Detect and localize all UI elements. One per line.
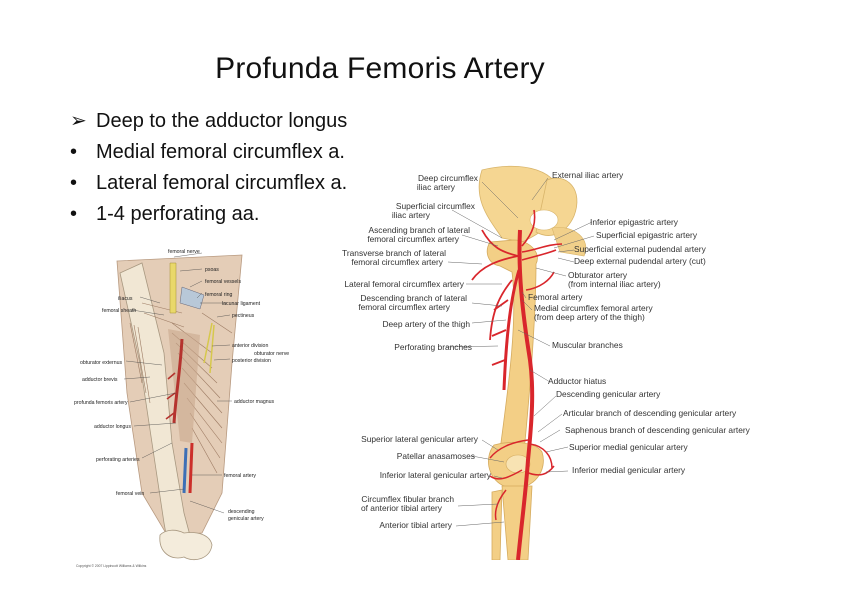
bullet-text: Deep to the adductor longus <box>96 110 348 132</box>
label-pectineus: pectineus <box>232 313 255 319</box>
label-saphenous-branch: Saphenous branch of descending genicular… <box>565 425 751 435</box>
bullet-item: • 1-4 perforating aa. <box>70 201 347 232</box>
label-femoral-nerve: femoral nerve <box>168 249 200 255</box>
bullet-item: • Lateral femoral circumflex a. <box>70 170 347 201</box>
label-ascending-branch-1: Ascending branch of lateral <box>369 225 471 235</box>
thigh-dissection-figure: femoral nerve psoas femoral vessels ilia… <box>72 243 302 573</box>
label-medial-circumflex-femoral-2: (from deep artery of the thigh) <box>534 312 645 322</box>
label-superficial-circumflex-iliac-1: Superficial circumflex <box>396 201 476 211</box>
label-deep-artery-thigh: Deep artery of the thigh <box>382 319 470 329</box>
label-femoral-artery: femoral artery <box>224 473 256 479</box>
label-medial-circumflex-femoral-1: Medial circumflex femoral artery <box>534 303 653 313</box>
label-muscular-branches: Muscular branches <box>552 340 623 350</box>
label-transverse-branch-2: femoral circumflex artery <box>351 257 443 267</box>
label-circumflex-fibular-1: Circumflex fibular branch <box>361 494 454 504</box>
label-anterior-division: anterior division <box>232 343 268 349</box>
bullet-text: Medial femoral circumflex a. <box>96 141 345 163</box>
label-obturator-artery-2: (from internal iliac artery) <box>568 279 661 289</box>
label-ascending-branch-2: femoral circumflex artery <box>367 234 459 244</box>
bullet-item: ➢ Deep to the adductor longus <box>70 108 347 139</box>
label-superior-medial-genicular: Superior medial genicular artery <box>569 442 689 452</box>
label-psoas: psoas <box>205 267 219 273</box>
bullet-text: 1-4 perforating aa. <box>96 203 260 225</box>
dot-bullet-icon: • <box>70 172 78 194</box>
label-transverse-branch-1: Transverse branch of lateral <box>342 248 446 258</box>
label-descending-branch-1: Descending branch of lateral <box>360 293 467 303</box>
femoral-artery-branches-figure: Deep circumflex iliac artery Superficial… <box>322 160 792 561</box>
label-superficial-external-pudendal: Superficial external pudendal artery <box>574 244 707 254</box>
dot-bullet-icon: • <box>70 141 78 163</box>
label-inferior-epigastric: Inferior epigastric artery <box>590 217 679 227</box>
label-patellar-anasamoses: Patellar anasamoses <box>397 451 475 461</box>
label-superficial-circumflex-iliac-2: iliac artery <box>392 210 431 220</box>
label-obturator-nerve: obturator nerve <box>254 351 289 357</box>
label-perforating-branches: Perforating branches <box>394 342 472 352</box>
label-adductor-hiatus: Adductor hiatus <box>548 376 606 386</box>
label-inferior-lateral-genicular: Inferior lateral genicular artery <box>380 470 492 480</box>
label-anterior-tibial: Anterior tibial artery <box>379 520 452 530</box>
label-iliacus: iliacus <box>118 296 133 302</box>
label-descending-genicular-2: genicular artery <box>228 516 264 522</box>
copyright-note: Copyright © 2007 Lippincott Williams & W… <box>76 564 147 568</box>
label-descending-genicular: Descending genicular artery <box>556 389 661 399</box>
label-lacunar-ligament: lacunar ligament <box>222 301 261 307</box>
bullet-item: • Medial femoral circumflex a. <box>70 139 347 170</box>
label-femoral-artery: Femoral artery <box>528 292 583 302</box>
bullet-text: Lateral femoral circumflex a. <box>96 172 348 194</box>
arrow-bullet-icon: ➢ <box>70 110 87 132</box>
label-lateral-femoral-circumflex: Lateral femoral circumflex artery <box>344 279 464 289</box>
label-circumflex-fibular-2: of anterior tibial artery <box>361 503 443 513</box>
label-descending-branch-2: femoral circumflex artery <box>358 302 450 312</box>
label-deep-circumflex-iliac-1: Deep circumflex <box>418 173 479 183</box>
label-femoral-ring: femoral ring <box>205 292 233 298</box>
label-deep-external-pudendal: Deep external pudendal artery (cut) <box>574 256 706 266</box>
label-articular-branch: Articular branch of descending genicular… <box>563 408 737 418</box>
label-obturator-artery-1: Obturator artery <box>568 270 628 280</box>
label-deep-circumflex-iliac-2: iliac artery <box>417 182 456 192</box>
label-inferior-medial-genicular: Inferior medial genicular artery <box>572 465 686 475</box>
label-superficial-epigastric: Superficial epigastric artery <box>596 230 698 240</box>
label-adductor-brevis: adductor brevis <box>82 377 118 383</box>
label-external-iliac: External iliac artery <box>552 170 624 180</box>
bullet-list: ➢ Deep to the adductor longus • Medial fem… <box>70 108 347 232</box>
label-femoral-vein: femoral vein <box>116 491 144 497</box>
label-adductor-magnus: adductor magnus <box>234 399 274 405</box>
label-femoral-vessels: femoral vessels <box>205 279 241 285</box>
dot-bullet-icon: • <box>70 203 78 225</box>
label-adductor-longus: adductor longus <box>94 424 131 430</box>
label-superior-lateral-genicular: Superior lateral genicular artery <box>361 434 479 444</box>
label-perforating-arteries: perforating arteries <box>96 457 140 463</box>
label-profunda-femoris-artery: profunda femoris artery <box>74 400 128 406</box>
label-obturator-externus: obturator externus <box>80 360 123 366</box>
label-posterior-division: posterior division <box>232 358 271 364</box>
slide-title: Profunda Femoris Artery <box>215 52 545 85</box>
label-femoral-sheath: femoral sheath <box>102 308 136 314</box>
label-descending-genicular-1: descending <box>228 509 255 515</box>
